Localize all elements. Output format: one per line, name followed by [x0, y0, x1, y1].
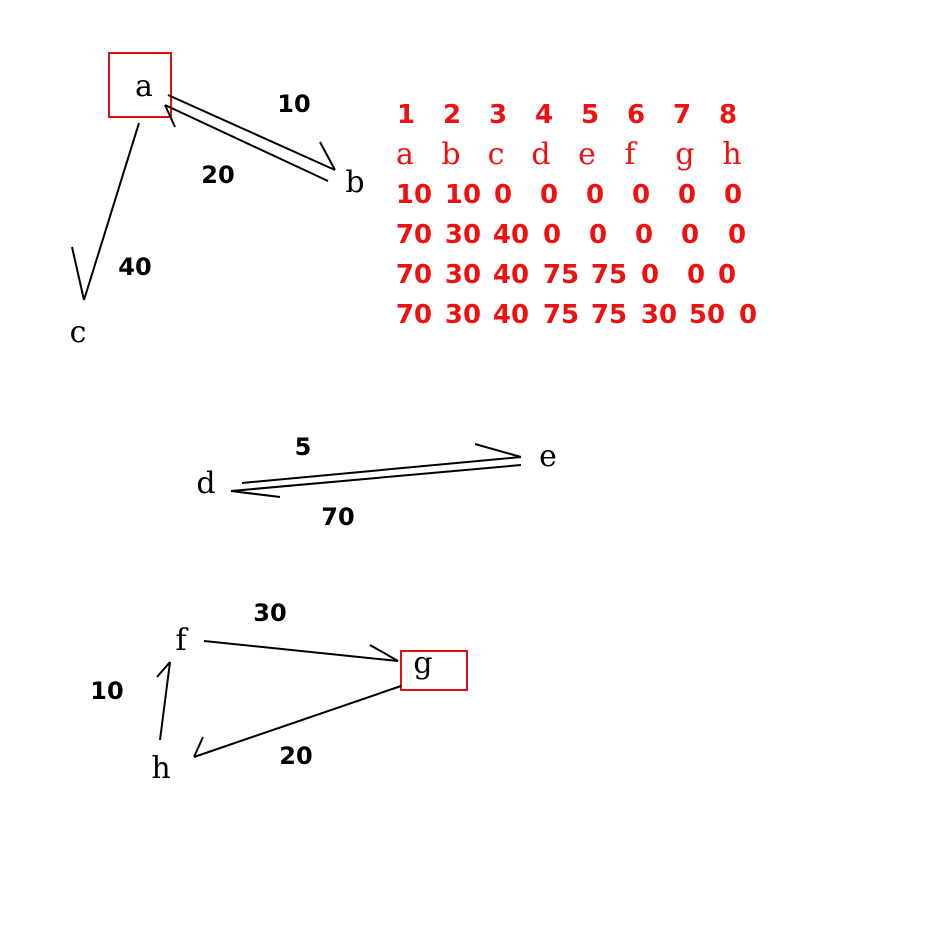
node-c: c: [70, 315, 87, 350]
edge-a-to-b: [167, 94, 336, 171]
node-g: g: [413, 646, 432, 681]
table-cell: 0: [635, 220, 653, 250]
table-col-number: 7: [673, 100, 691, 130]
table-col-letter: d: [531, 137, 550, 172]
table-cell: 0: [718, 260, 736, 290]
table-cell: 70: [396, 260, 432, 290]
table-cell: 0: [739, 300, 757, 330]
table-col-letter: c: [488, 137, 505, 172]
weight-label-a-b: 10: [277, 90, 310, 118]
node-g-highlight-box: [400, 650, 468, 691]
weight-label-d-e: 5: [295, 433, 312, 461]
table-cell: 0: [681, 220, 699, 250]
table-col-letter: g: [675, 137, 694, 172]
table-cell: 75: [543, 300, 579, 330]
table-col-number: 3: [489, 100, 507, 130]
table-cell: 30: [445, 220, 481, 250]
edge-e-to-d: [230, 464, 522, 498]
weight-label-g-h: 20: [279, 742, 312, 770]
distance-table: 1 2 3 4 5 6 7 8 a b c d e f g h 10 10 0 …: [396, 100, 757, 330]
table-cell: 10: [396, 180, 432, 210]
table-cell: 0: [589, 220, 607, 250]
node-d: d: [196, 466, 215, 501]
table-cell: 0: [540, 180, 558, 210]
node-h: h: [151, 751, 170, 786]
table-cell: 40: [493, 220, 529, 250]
edge-h-to-f: [156, 661, 171, 741]
table-col-letter: f: [624, 137, 637, 172]
node-e: e: [539, 439, 557, 474]
edge-f-to-g: [203, 640, 399, 662]
weight-label-h-f: 10: [90, 677, 123, 705]
weight-label-f-g: 30: [253, 599, 286, 627]
table-col-number: 8: [719, 100, 737, 130]
table-cell: 0: [687, 260, 705, 290]
table-cell: 0: [586, 180, 604, 210]
table-cell: 0: [641, 260, 659, 290]
table-cell: 75: [591, 260, 627, 290]
table-row: 10 10 0 0 0 0 0 0: [396, 180, 742, 210]
table-header-letters: a b c d e f g h: [396, 137, 742, 172]
node-a-highlight-box: [108, 52, 172, 118]
edge-g-to-h: [193, 685, 402, 758]
weight-label-b-a: 20: [201, 161, 234, 189]
table-cell: 10: [445, 180, 481, 210]
table-cell: 0: [678, 180, 696, 210]
table-row: 70 30 40 75 75 0 0 0: [396, 260, 736, 290]
table-cell: 40: [493, 260, 529, 290]
table-cell: 70: [396, 220, 432, 250]
table-cell: 0: [494, 180, 512, 210]
edge-a-to-c: [71, 122, 140, 301]
table-col-letter: h: [722, 137, 741, 172]
table-col-number: 1: [397, 100, 415, 130]
table-cell: 50: [689, 300, 725, 330]
edge-d-to-e: [241, 443, 522, 484]
table-cell: 30: [445, 300, 481, 330]
weight-label-e-d: 70: [321, 503, 354, 531]
weight-label-a-c: 40: [118, 253, 151, 281]
table-cell: 75: [591, 300, 627, 330]
table-cell: 70: [396, 300, 432, 330]
table-row: 70 30 40 75 75 30 50 0: [396, 300, 757, 330]
table-col-letter: a: [396, 137, 414, 172]
table-col-number: 4: [535, 100, 553, 130]
table-cell: 75: [543, 260, 579, 290]
table-col-number: 5: [581, 100, 599, 130]
table-cell: 0: [543, 220, 561, 250]
table-cell: 0: [724, 180, 742, 210]
node-f: f: [175, 623, 188, 658]
table-col-number: 2: [443, 100, 461, 130]
table-header-numbers: 1 2 3 4 5 6 7 8: [397, 100, 737, 130]
node-a: a: [135, 69, 153, 104]
table-col-letter: b: [441, 137, 460, 172]
table-row: 70 30 40 0 0 0 0 0: [396, 220, 746, 250]
edge-b-to-a: [164, 104, 329, 182]
table-col-number: 6: [627, 100, 645, 130]
table-col-letter: e: [578, 137, 596, 172]
table-cell: 40: [493, 300, 529, 330]
table-cell: 30: [641, 300, 677, 330]
node-b: b: [345, 165, 364, 200]
table-cell: 0: [632, 180, 650, 210]
table-cell: 0: [728, 220, 746, 250]
table-cell: 30: [445, 260, 481, 290]
